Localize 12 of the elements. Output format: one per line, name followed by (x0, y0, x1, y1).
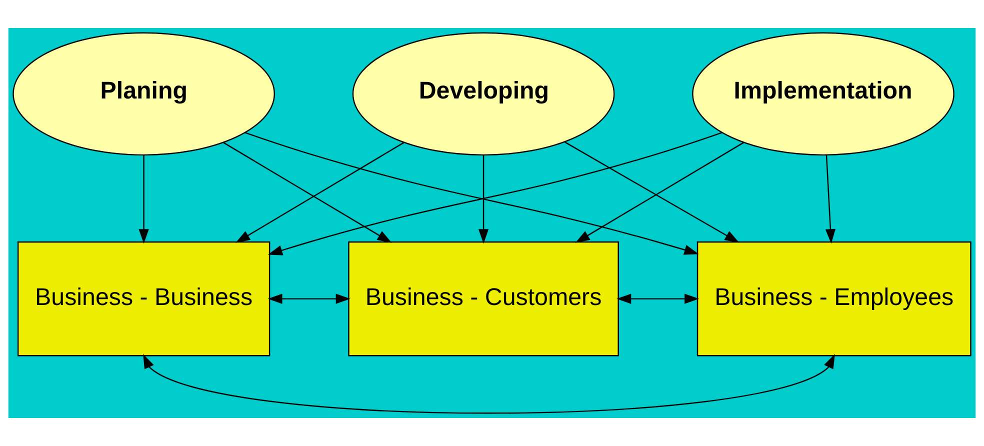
arrow (825, 155, 836, 244)
node-ellipse: Planing (12, 32, 275, 156)
arrow (268, 294, 350, 304)
node-box: Business - Customers (348, 241, 619, 356)
node-ellipse: Implementation (692, 32, 954, 156)
arrow (143, 354, 835, 414)
node-box: Business - Business (17, 241, 270, 356)
node-box: Business - Employees (696, 241, 972, 356)
arrow (138, 155, 149, 244)
arrow (616, 294, 700, 304)
node-ellipse: Developing (352, 32, 615, 156)
arrow (478, 155, 489, 244)
